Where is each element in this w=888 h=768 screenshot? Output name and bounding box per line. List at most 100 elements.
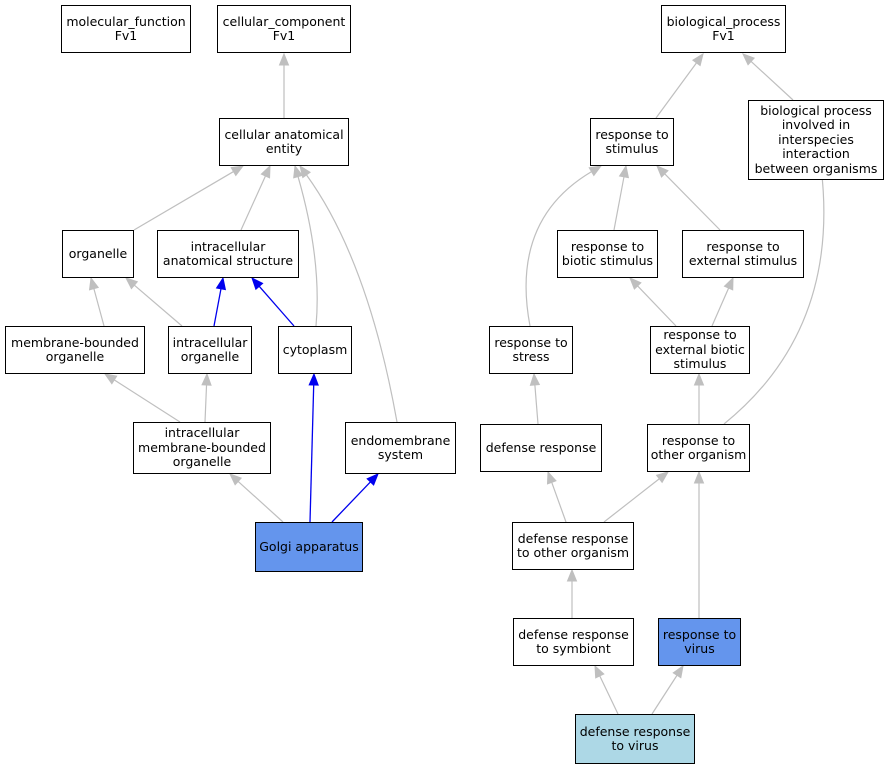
go-term-node-cae[interactable]: cellular anatomical entity (219, 118, 349, 166)
go-term-node-rtst[interactable]: response to stress (489, 326, 573, 374)
edge-arrowhead (723, 276, 734, 291)
edge-rtebs-to-rtbs (629, 277, 677, 327)
go-term-node-dr[interactable]: defense response (480, 424, 602, 472)
edge-line (534, 384, 539, 425)
edge-arrowhead (366, 473, 379, 486)
go-term-node-rtoo[interactable]: response to other organism (647, 424, 750, 472)
edge-arrowhead (230, 165, 245, 177)
edge-cyt-to-ias (251, 277, 295, 327)
edge-drtoo-to-rtoo (603, 471, 670, 523)
edge-arrowhead (103, 373, 118, 385)
edge-line (297, 176, 318, 327)
edge-drtv-to-rtv (651, 664, 684, 715)
go-term-node-drts[interactable]: defense response to symbiont (513, 618, 634, 666)
go-term-node-bpii[interactable]: biological process involved in interspec… (748, 100, 884, 180)
go-term-node-bp[interactable]: biological_process Fv1 (661, 5, 786, 53)
edge-cyt-to-cae (293, 164, 318, 327)
edge-line (240, 175, 267, 231)
go-term-node-mbo[interactable]: membrane-bounded organelle (5, 326, 145, 374)
go-term-node-mf[interactable]: molecular_function Fv1 (61, 5, 191, 53)
go-term-node-rtes[interactable]: response to external stimulus (682, 230, 804, 278)
edge-cae-to-cc (278, 52, 290, 118)
go-term-node-imbo[interactable]: intracellular membrane-bounded organelle (133, 422, 271, 474)
edge-line (204, 384, 208, 423)
go-term-node-io[interactable]: intracellular organelle (168, 326, 252, 374)
edge-arrowhead (566, 568, 578, 582)
edge-line (655, 62, 697, 119)
go-term-node-org[interactable]: organelle (62, 230, 134, 278)
edge-line (309, 384, 315, 523)
edge-arrowhead (655, 471, 670, 484)
edge-line (723, 168, 825, 425)
edge-arrowhead (293, 164, 304, 179)
edge-arrowhead (308, 372, 319, 386)
edge-golgi-to-cyt (308, 372, 319, 523)
edge-rtv-to-rtoo (693, 470, 705, 618)
edge-rtoo-to-bpii (723, 156, 827, 425)
edge-golgi-to-ems (331, 473, 379, 523)
edge-line (93, 288, 105, 327)
edge-arrowhead (691, 52, 704, 67)
edge-line (603, 478, 660, 523)
edge-line (711, 287, 730, 327)
edge-line (113, 379, 181, 423)
edge-line (651, 674, 678, 715)
edge-golgi-to-imbo (229, 473, 284, 523)
edge-arrowhead (201, 372, 212, 386)
edge-rtbs-to-rts (613, 164, 630, 231)
edge-rtoo-to-rtebs (693, 372, 705, 424)
go-term-node-rtv[interactable]: response to virus (658, 618, 741, 666)
edge-dr-to-rtst (529, 372, 541, 425)
edge-line (525, 171, 592, 327)
edge-line (258, 285, 295, 327)
edge-ems-to-cae (299, 164, 398, 423)
edge-arrowhead (588, 165, 603, 177)
edge-arrowhead (693, 372, 705, 386)
edge-arrowhead (88, 276, 100, 291)
go-term-node-cyt[interactable]: cytoplasm (278, 326, 352, 374)
edge-arrowhead (215, 276, 227, 291)
edge-arrowhead (124, 277, 139, 290)
edge-arrowhead (693, 470, 705, 484)
edge-line (133, 284, 183, 327)
edge-arrowhead (742, 53, 756, 66)
edge-ias-to-cae (240, 164, 271, 231)
edge-line (637, 285, 677, 327)
go-term-node-drtv[interactable]: defense response to virus (575, 714, 695, 764)
go-term-node-rtbs[interactable]: response to biotic stimulus (557, 230, 658, 278)
edge-arrowhead (260, 164, 271, 179)
edge-line (599, 675, 619, 715)
edge-io-to-ias (213, 276, 227, 327)
go-term-node-drtoo[interactable]: defense response to other organism (512, 522, 634, 570)
edge-arrowhead (529, 372, 541, 386)
edge-arrowhead (656, 165, 669, 178)
edge-line (305, 174, 398, 423)
edge-line (664, 173, 721, 231)
edge-line (613, 176, 625, 231)
edge-rts-to-bp (655, 52, 704, 119)
edge-imbo-to-mbo (103, 373, 181, 423)
go-term-node-ems[interactable]: endomembrane system (345, 422, 456, 474)
edge-drts-to-drtoo (566, 568, 578, 618)
edge-line (237, 480, 284, 523)
edge-mbo-to-org (88, 276, 105, 327)
go-term-node-rtebs[interactable]: response to external biotic stimulus (650, 326, 750, 374)
edge-arrowhead (278, 52, 290, 66)
edge-line (551, 482, 567, 523)
edge-arrowhead (618, 164, 630, 179)
go-term-node-rts[interactable]: response to stimulus (590, 118, 674, 166)
edge-arrowhead (629, 277, 642, 290)
go-term-node-ias[interactable]: intracellular anatomical structure (157, 230, 299, 278)
edge-rtebs-to-rtes (711, 276, 734, 327)
edge-rtes-to-rts (656, 165, 721, 231)
edge-io-to-org (124, 277, 183, 327)
edge-arrowhead (251, 277, 264, 291)
edge-line (331, 481, 371, 523)
edge-arrowhead (672, 664, 684, 679)
go-term-node-cc[interactable]: cellular_component Fv1 (217, 5, 351, 53)
edge-drtoo-to-dr (546, 470, 567, 523)
edge-arrowhead (546, 470, 557, 485)
go-term-node-golgi[interactable]: Golgi apparatus (255, 522, 363, 572)
edge-rtst-to-rts (525, 165, 603, 327)
